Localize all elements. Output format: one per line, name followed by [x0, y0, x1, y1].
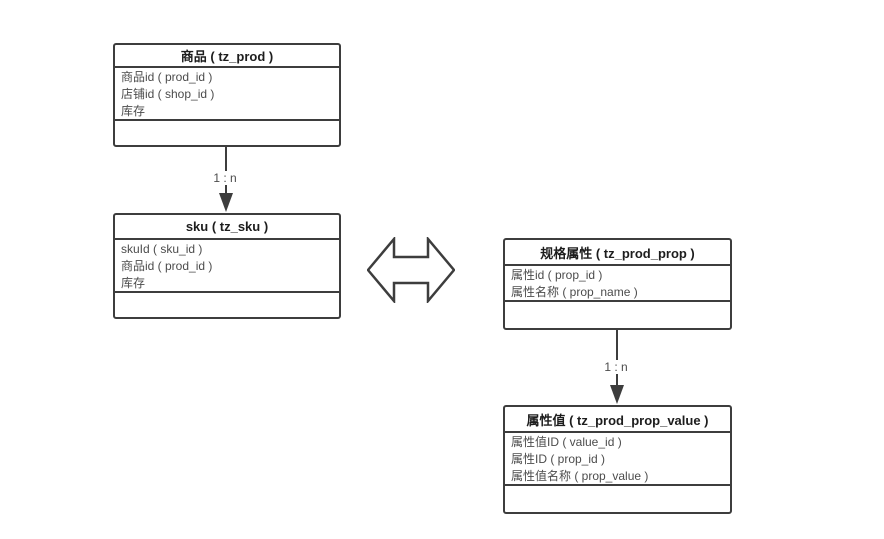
entity-field: 属性名称 ( prop_name ): [511, 285, 638, 299]
entity-title-prod: 商品 ( tz_prod ): [115, 45, 339, 68]
entity-field: 商品id ( prod_id ): [121, 259, 213, 273]
entity-empty-section: [505, 302, 730, 324]
entity-field: 属性id ( prop_id ): [511, 268, 603, 282]
entity-title-sku: sku ( tz_sku ): [115, 215, 339, 240]
entity-field: 属性值ID ( value_id ): [511, 435, 622, 449]
entity-field: 属性ID ( prop_id ): [511, 452, 606, 466]
entity-fields-prod: 商品id ( prod_id ) 店铺id ( shop_id ) 库存: [115, 68, 339, 121]
arrow-down-icon: [610, 385, 624, 404]
entity-table-sku: sku ( tz_sku ) skuId ( sku_id ) 商品id ( pr…: [113, 213, 341, 319]
entity-fields-prod-prop: 属性id ( prop_id ) 属性名称 ( prop_name ): [505, 266, 730, 302]
entity-table-prod-prop-value: 属性值 ( tz_prod_prop_value ) 属性值ID ( value…: [503, 405, 732, 514]
entity-fields-prod-prop-value: 属性值ID ( value_id ) 属性ID ( prop_id ) 属性值名称 …: [505, 433, 730, 486]
entity-empty-section: [115, 121, 339, 143]
entity-table-prod: 商品 ( tz_prod ) 商品id ( prod_id ) 店铺id ( sh…: [113, 43, 341, 147]
entity-table-prod-prop: 规格属性 ( tz_prod_prop ) 属性id ( prop_id )属性…: [503, 238, 732, 330]
relation-label-prop-value: 1 : n: [601, 360, 631, 374]
entity-field: skuId ( sku_id ): [121, 242, 203, 256]
entity-field: 属性值名称 ( prop_value ): [511, 469, 649, 483]
entity-title-prod-prop: 规格属性 ( tz_prod_prop ): [505, 240, 730, 266]
relation-label-prod-sku: 1 : n: [210, 171, 240, 185]
relation-line-prop-value: [616, 330, 618, 386]
entity-fields-sku: skuId ( sku_id ) 商品id ( prod_id ) 库存: [115, 240, 339, 293]
entity-empty-section: [115, 293, 339, 313]
entity-title-prod-prop-value: 属性值 ( tz_prod_prop_value ): [505, 407, 730, 433]
entity-field: 库存: [121, 276, 146, 290]
entity-field: 库存: [121, 104, 146, 118]
entity-empty-section: [505, 486, 730, 508]
relation-line-prod-sku: [225, 147, 227, 194]
arrow-down-icon: [219, 193, 233, 212]
entity-field: 店铺id ( shop_id ): [121, 87, 215, 101]
double-headed-arrow-icon: [367, 237, 455, 303]
entity-field: 商品id ( prod_id ): [121, 70, 213, 84]
